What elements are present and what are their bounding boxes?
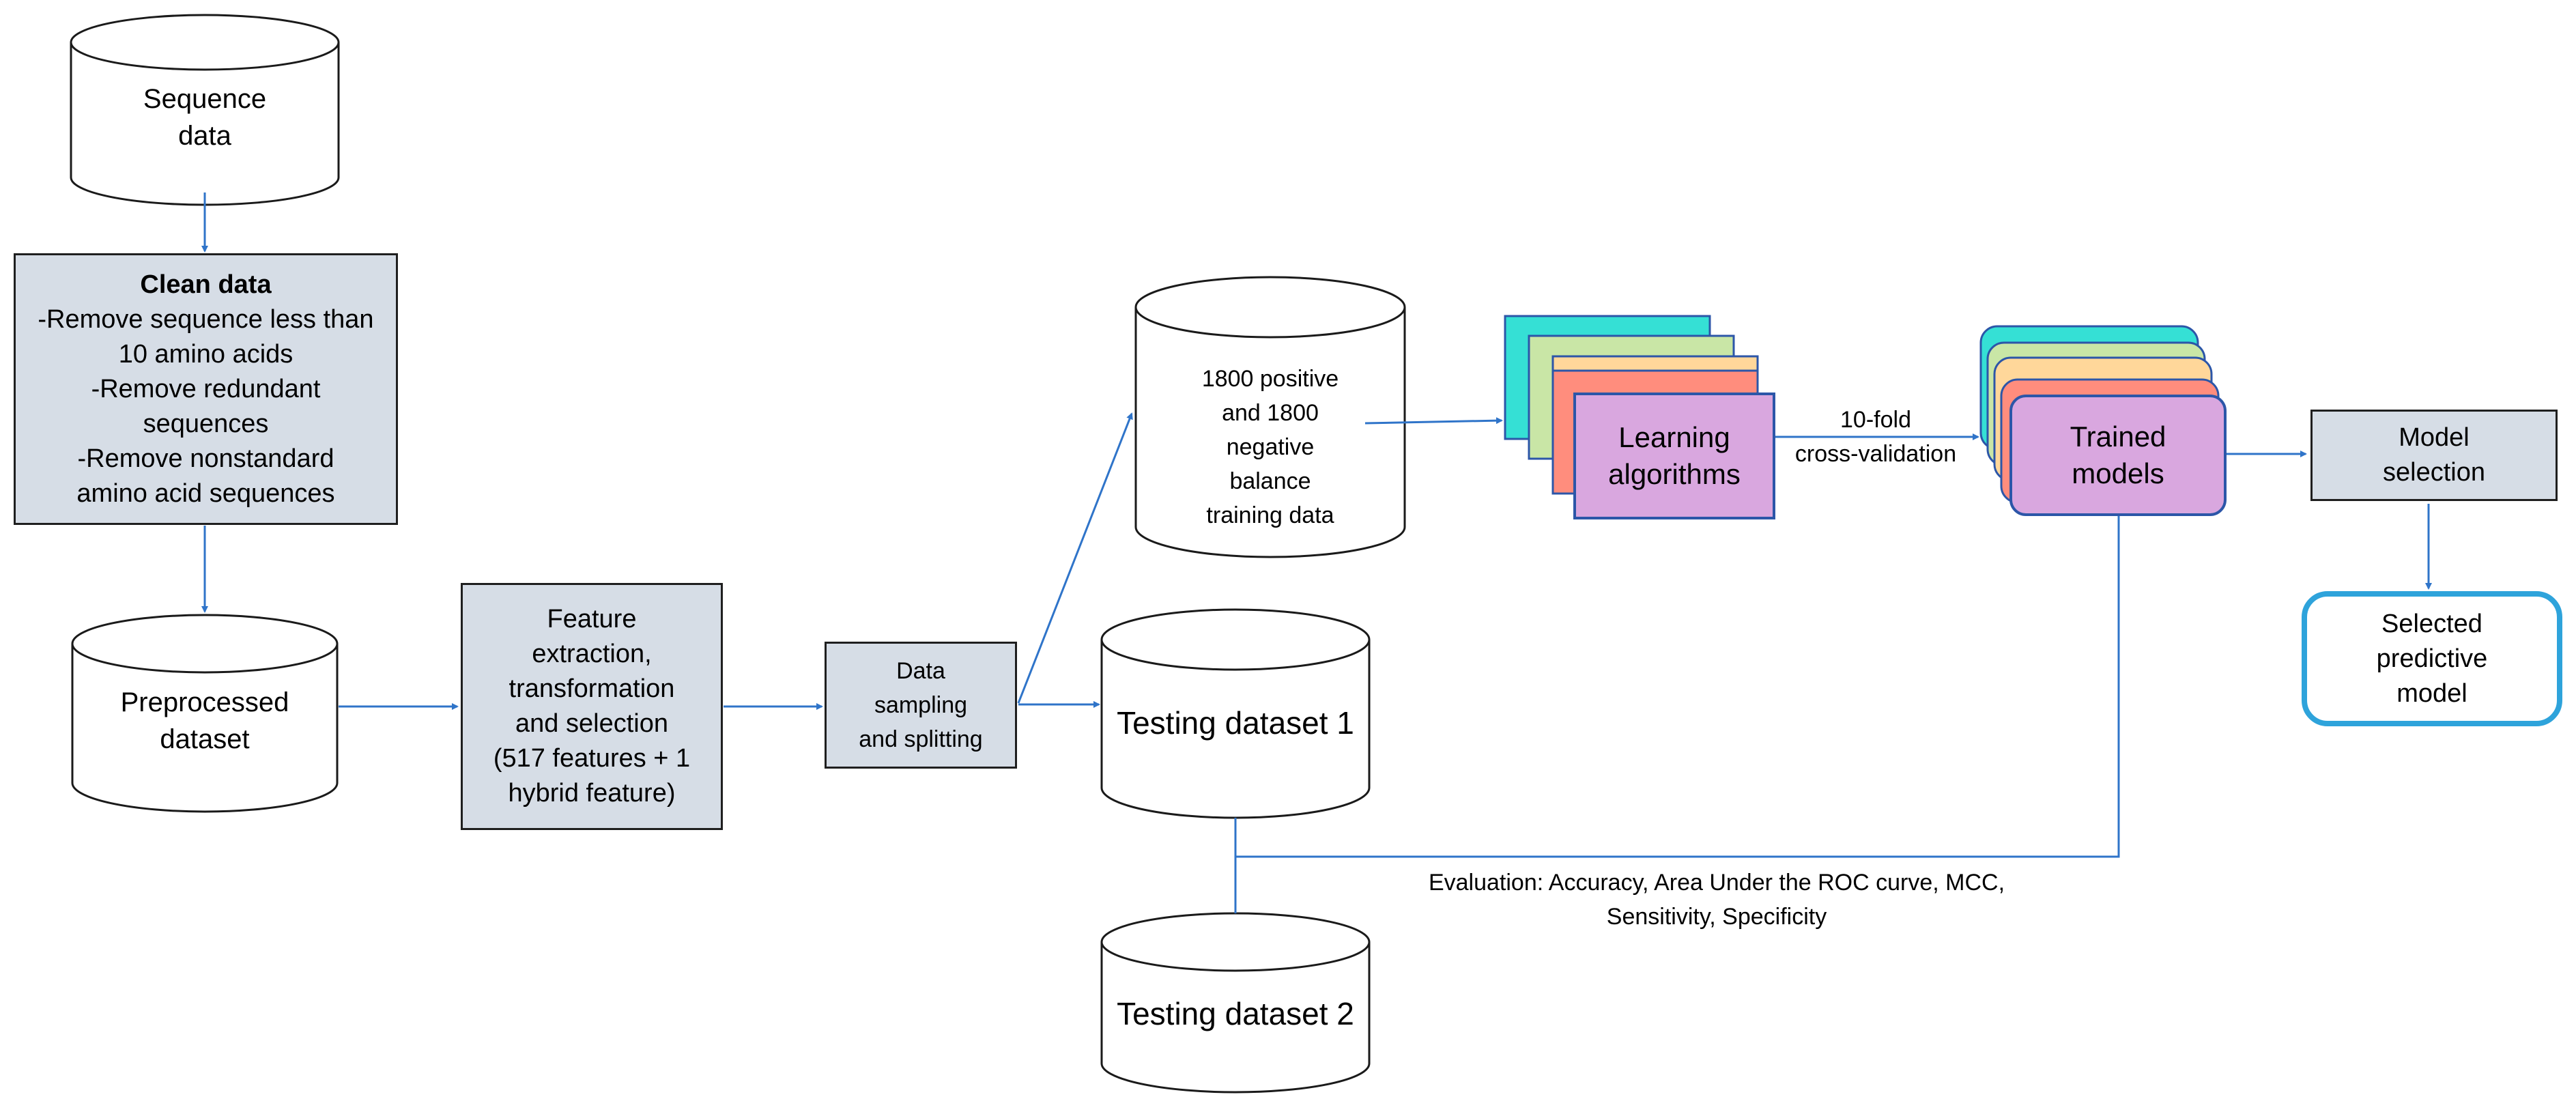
training-line-3: negative	[1226, 434, 1315, 460]
learning-algorithms-box: Learning algorithms	[1573, 392, 1775, 519]
training-line-4: balance	[1229, 468, 1311, 494]
trained-line-1: Trained	[2070, 420, 2166, 453]
feature-line-2: extraction,	[532, 640, 652, 668]
testing-dataset-2-cylinder	[1100, 912, 1371, 1094]
testing2-line-1: Testing dataset 2	[1117, 996, 1354, 1031]
learning-line-1: Learning	[1618, 421, 1730, 453]
model-selection-line-2: selection	[2383, 458, 2485, 487]
training-line-1: 1800 positive	[1201, 366, 1339, 392]
arrow-training-to-learning	[1364, 417, 1503, 425]
clean-data-title: Clean data	[140, 270, 272, 299]
model-selection-box: Model selection	[2310, 410, 2558, 501]
selected-line-1: Selected	[2381, 609, 2482, 638]
feature-line-1: Feature	[547, 605, 637, 633]
cross-validation-label: 10-fold cross-validation	[1775, 403, 1977, 471]
arrow-sampling-to-training	[1017, 412, 1133, 704]
sequence-data-line-2: data	[178, 121, 231, 151]
testing-dataset-1-node: Testing dataset 1	[1104, 692, 1366, 754]
trained-line-2: models	[2072, 457, 2164, 489]
preprocessed-line-2: dataset	[160, 724, 250, 754]
sampling-line-1: Data	[896, 658, 945, 684]
evaluation-label: Evaluation: Accuracy, Area Under the ROC…	[1392, 866, 2041, 934]
preprocessed-dataset-cylinder	[71, 614, 339, 813]
testing-dataset-2-node: Testing dataset 2	[1104, 983, 1366, 1044]
learning-line-2: algorithms	[1608, 458, 1741, 490]
selected-line-2: predictive	[2376, 644, 2488, 673]
sampling-line-2: sampling	[874, 692, 968, 718]
testing1-line-1: Testing dataset 1	[1117, 705, 1354, 741]
selected-model-box: Selected predictive model	[2302, 591, 2562, 726]
sequence-data-cylinder	[70, 14, 340, 206]
evaluation-line-2: Sensitivity, Specificity	[1606, 904, 1827, 930]
testing-dataset-1-cylinder	[1100, 608, 1371, 819]
clean-data-line-4: sequences	[143, 409, 269, 438]
trained-models-box: Trained models	[2009, 395, 2227, 516]
training-line-2: and 1800	[1222, 400, 1319, 426]
cv-line-1: 10-fold	[1840, 407, 1911, 433]
feature-line-5: (517 features + 1	[493, 744, 691, 773]
clean-data-line-3: -Remove redundant	[91, 374, 321, 403]
evaluation-line-1: Evaluation: Accuracy, Area Under the ROC…	[1428, 870, 2005, 896]
training-data-cylinder	[1134, 276, 1406, 558]
training-data-node: 1800 positive and 1800 negative balance …	[1140, 355, 1401, 539]
feature-line-4: and selection	[515, 709, 668, 738]
cv-line-2: cross-validation	[1794, 441, 1957, 467]
clean-data-line-1: -Remove sequence less than	[38, 304, 374, 334]
training-line-5: training data	[1206, 502, 1334, 528]
preprocessed-dataset-node: Preprocessed dataset	[75, 680, 334, 762]
selected-line-3: model	[2396, 679, 2467, 708]
clean-data-line-5: -Remove nonstandard	[77, 444, 334, 473]
data-sampling-box: Data sampling and splitting	[825, 642, 1017, 769]
clean-data-line-6: amino acid sequences	[76, 479, 335, 508]
sequence-data-line-1: Sequence	[143, 84, 267, 114]
sequence-data-node: Sequence data	[75, 76, 334, 158]
feature-extraction-box: Feature extraction, transformation and s…	[461, 583, 723, 830]
feature-line-6: hybrid feature)	[508, 779, 676, 808]
sampling-line-3: and splitting	[859, 726, 983, 752]
clean-data-box: Clean data -Remove sequence less than 10…	[14, 253, 398, 525]
preprocessed-line-1: Preprocessed	[120, 687, 289, 717]
clean-data-line-2: 10 amino acids	[118, 339, 294, 369]
model-selection-line-1: Model	[2399, 423, 2470, 452]
feature-line-3: transformation	[509, 674, 675, 703]
evaluation-feedback-arrow	[1235, 509, 2122, 858]
